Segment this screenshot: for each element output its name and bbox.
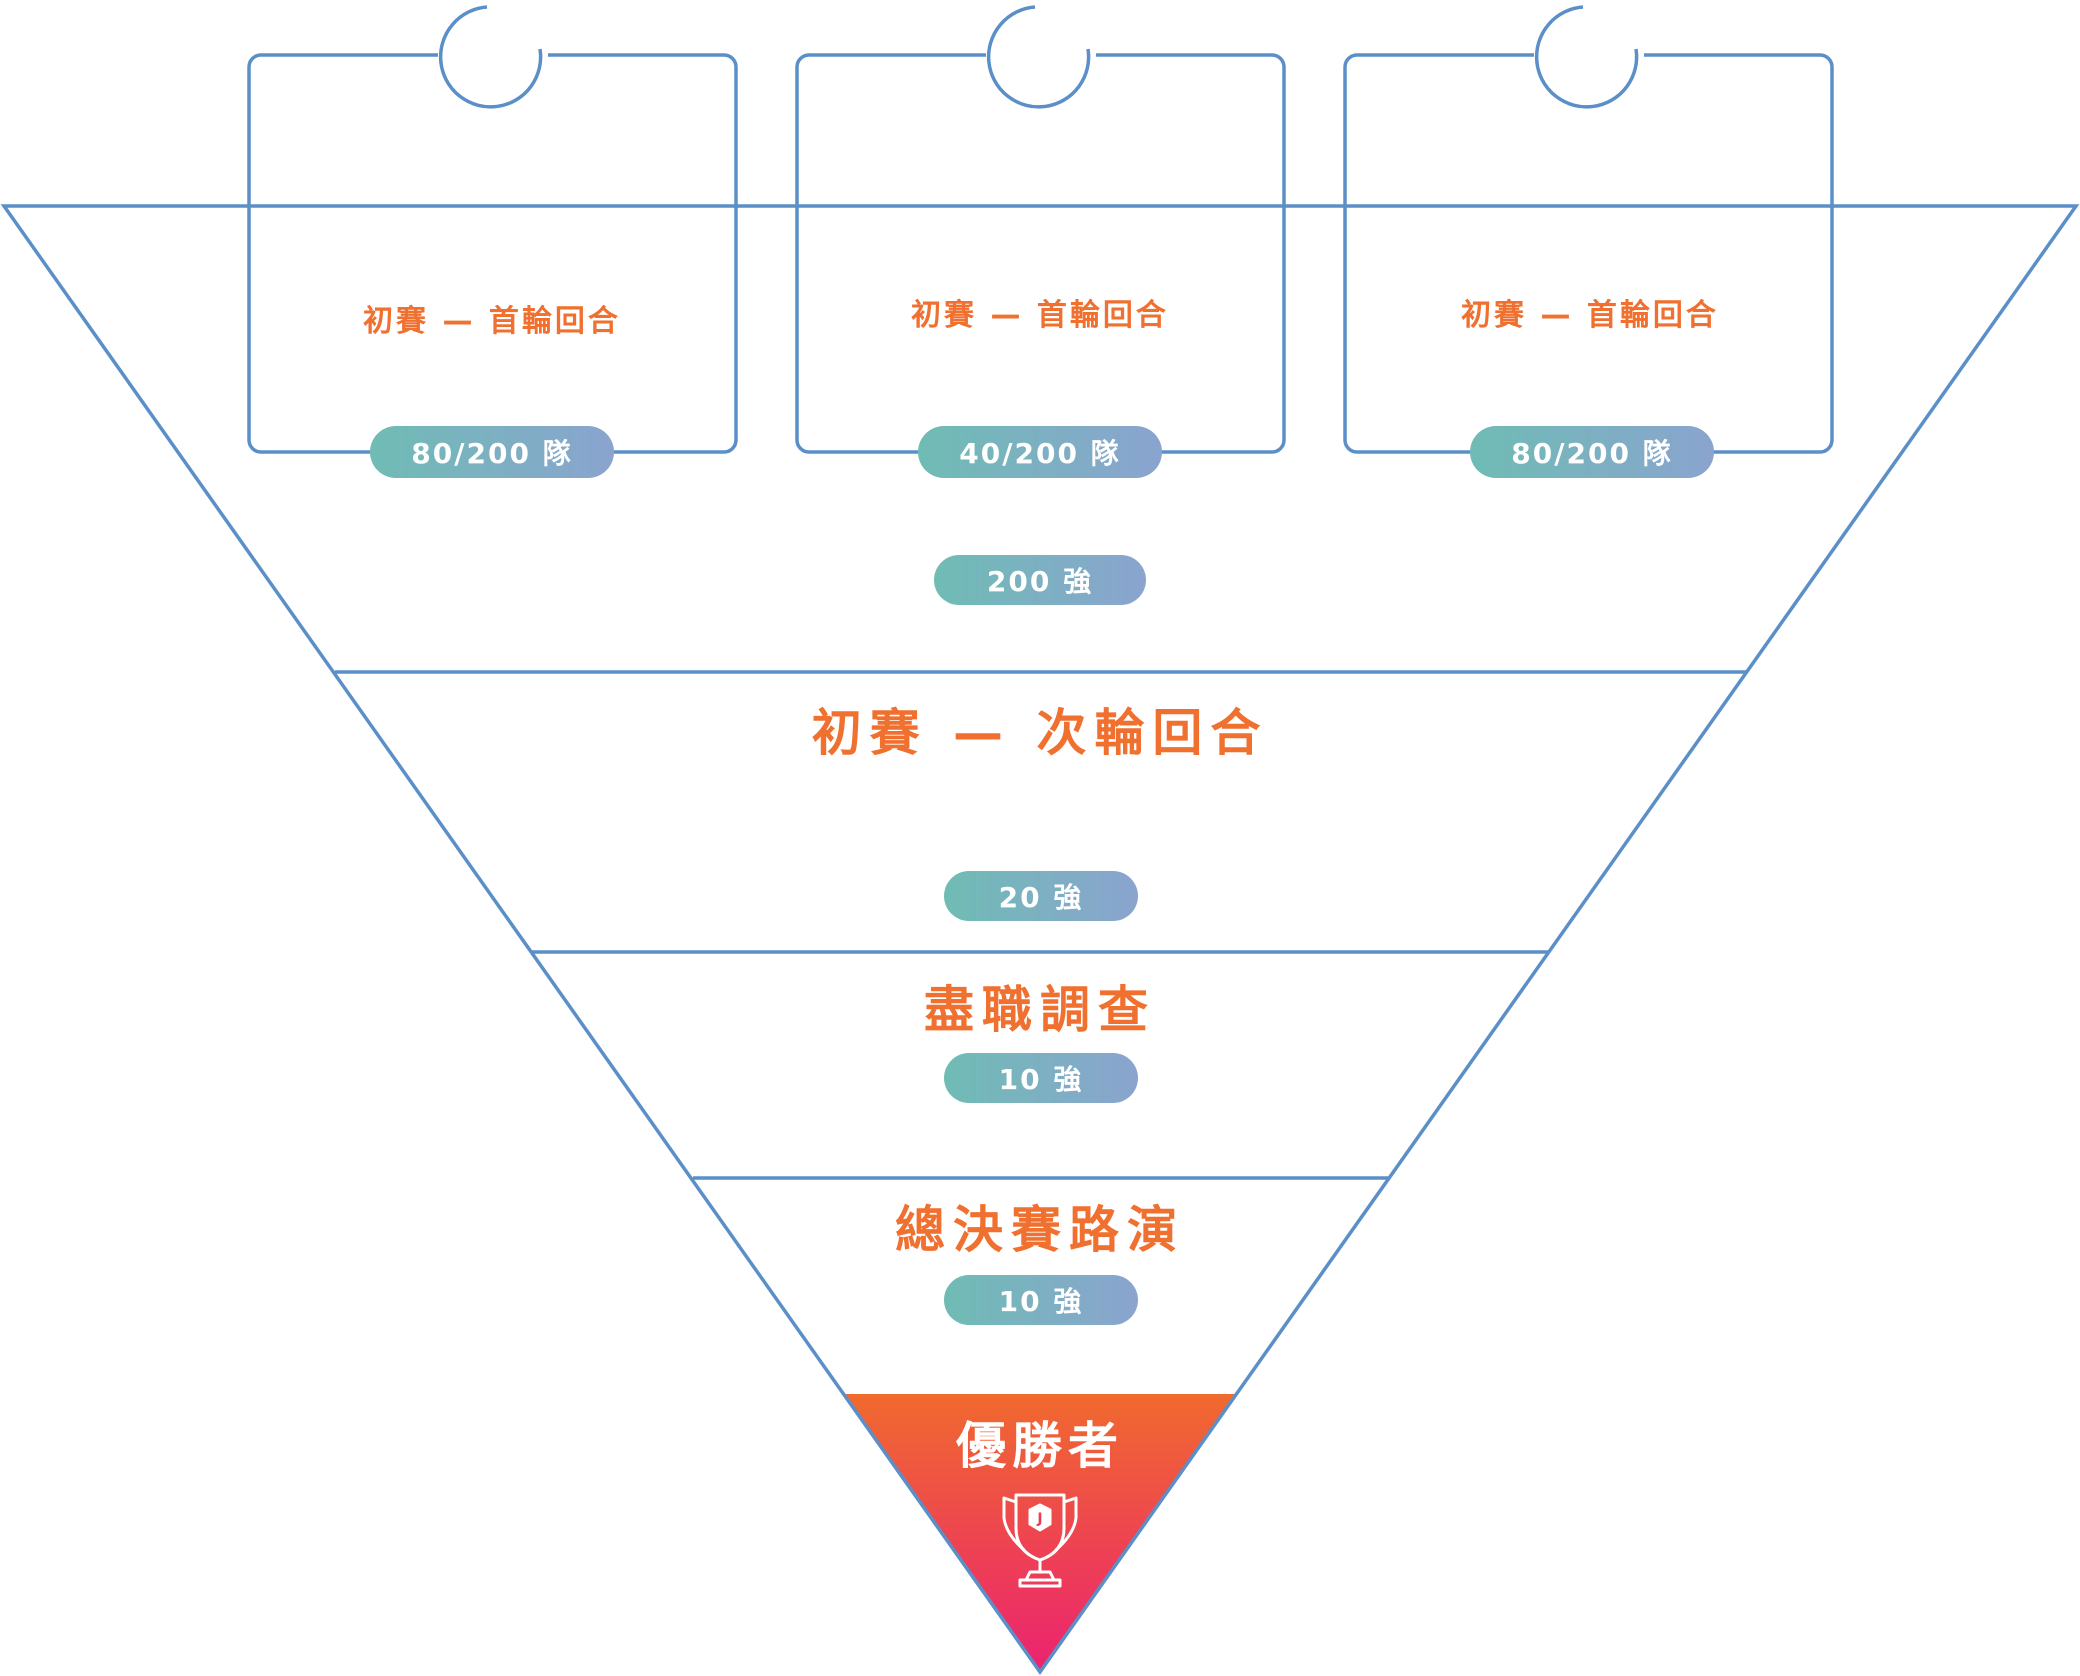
- round-card-badge: 40/200 隊: [918, 426, 1162, 478]
- svg-text:200 強: 200 強: [987, 565, 1093, 598]
- stage-title: 盡職調查: [924, 981, 1156, 1039]
- round-card-title: 初賽 — 首輪回合: [1461, 298, 1719, 333]
- round-card-title: 初賽 — 首輪回合: [911, 298, 1169, 333]
- round-card-3: 初賽 — 首輪回合 80/200 隊: [1343, 5, 1834, 478]
- stage-badge: 10 強: [944, 1053, 1138, 1103]
- stage-due-diligence: 盡職調查 10 強: [924, 981, 1156, 1103]
- svg-text:20 強: 20 強: [999, 881, 1084, 914]
- round-card-badge: 80/200 隊: [370, 426, 614, 478]
- round-card-title: 初賽 — 首輪回合: [363, 304, 621, 339]
- stage-title: 初賽 — 次輪回合: [812, 704, 1269, 762]
- winner-title: 優勝者: [955, 1417, 1124, 1475]
- trophy-emblem-letter: J: [1036, 1511, 1042, 1527]
- round-card-1: 初賽 — 首輪回合 80/200 隊: [247, 5, 738, 478]
- stage-title: 總決賽路演: [895, 1201, 1185, 1259]
- total-badge: 200 強: [934, 555, 1146, 605]
- svg-text:80/200 隊: 80/200 隊: [411, 437, 572, 470]
- trophy-icon: [1002, 1493, 1078, 1588]
- stage-final-pitch: 總決賽路演 10 強: [895, 1201, 1185, 1325]
- round-card-badge: 80/200 隊: [1470, 426, 1714, 478]
- stage-second-round: 初賽 — 次輪回合 20 強: [812, 704, 1269, 921]
- winner-area: [845, 1394, 1235, 1670]
- stage-badge: 20 強: [944, 871, 1138, 921]
- funnel-outline: [0, 204, 2080, 1676]
- svg-text:10 強: 10 強: [999, 1285, 1084, 1318]
- svg-text:10 強: 10 強: [999, 1063, 1084, 1096]
- round-card-2: 初賽 — 首輪回合 40/200 隊: [795, 5, 1286, 478]
- stage-badge: 10 強: [944, 1275, 1138, 1325]
- svg-text:80/200 隊: 80/200 隊: [1511, 437, 1672, 470]
- svg-text:40/200 隊: 40/200 隊: [959, 437, 1120, 470]
